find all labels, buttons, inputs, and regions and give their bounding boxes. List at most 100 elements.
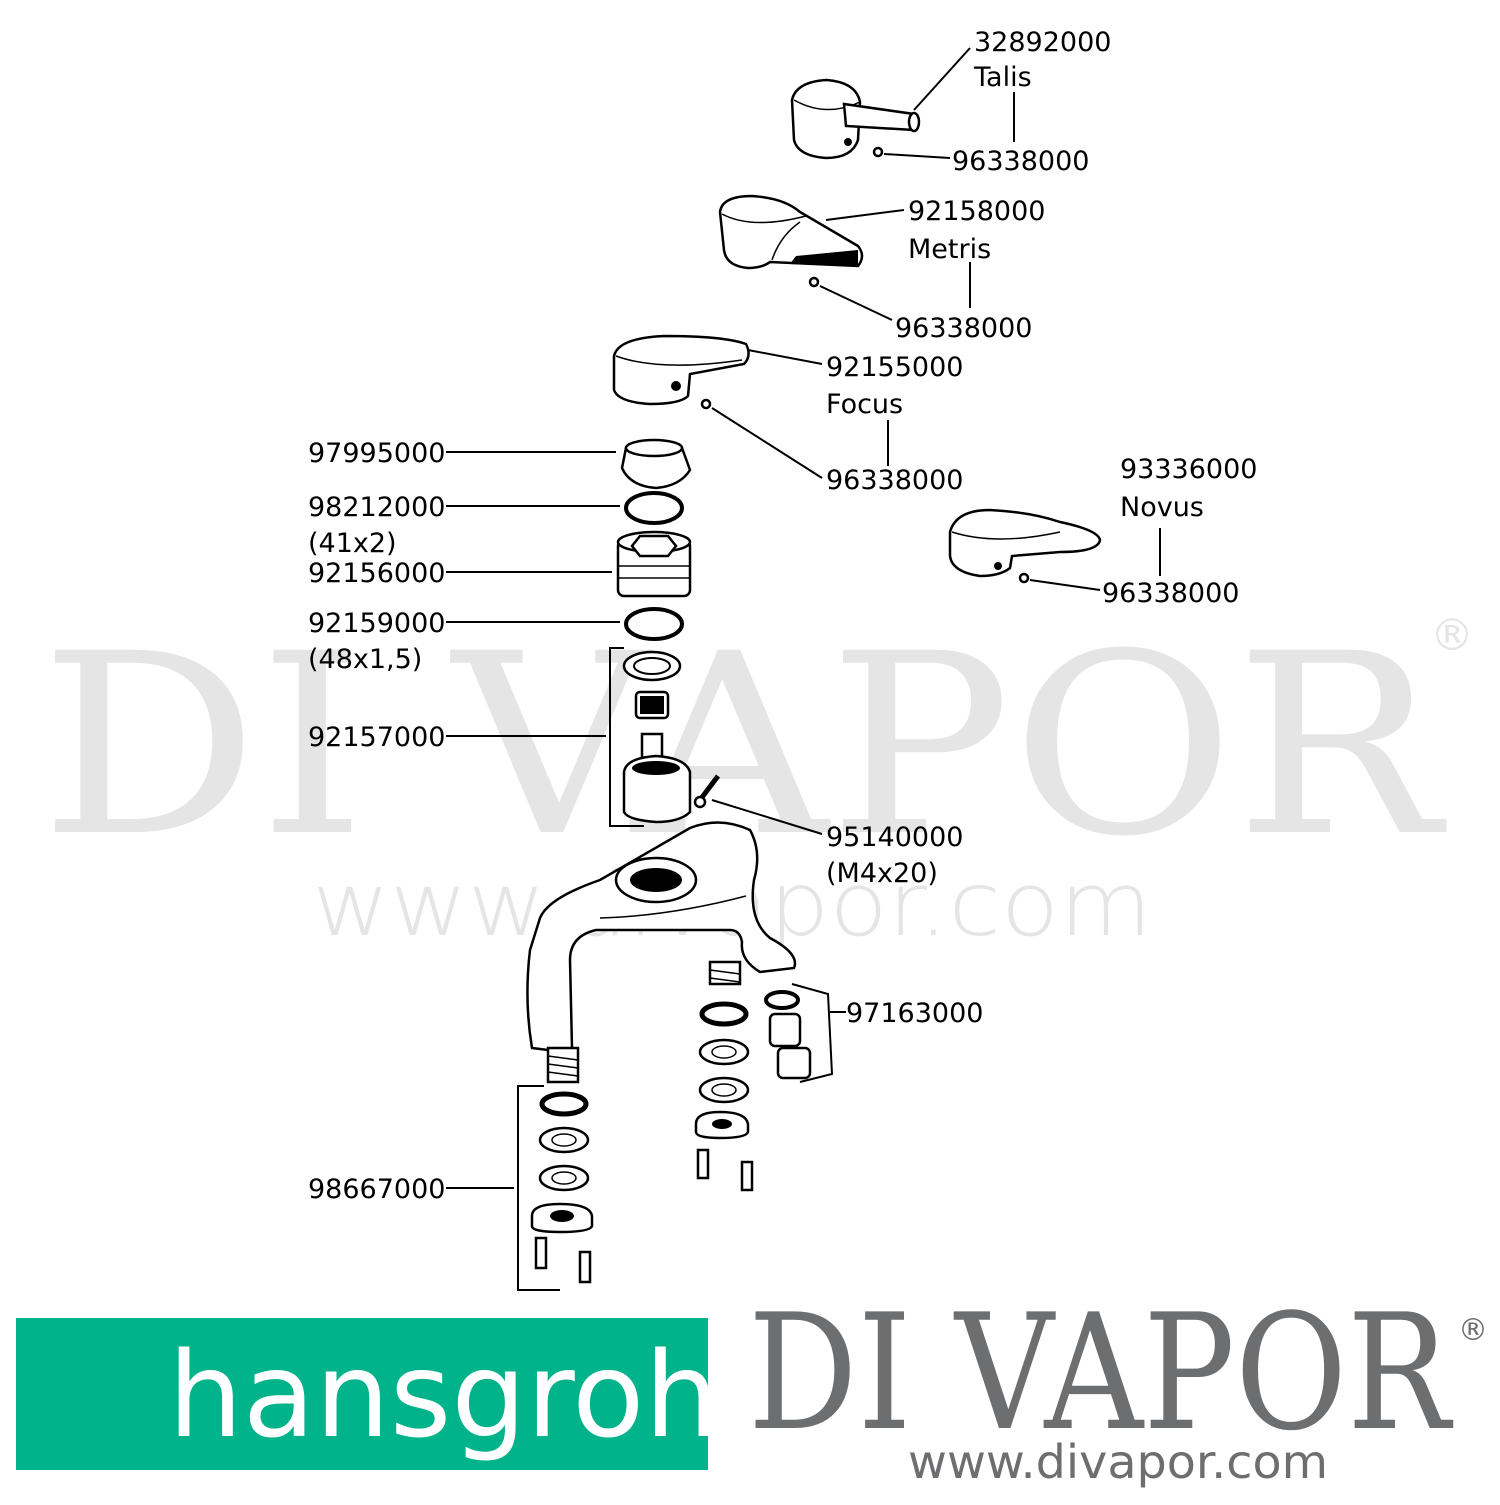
label-48x15: (48x1,5): [308, 644, 422, 675]
cartridge-seal-ring: [622, 650, 682, 682]
divapor-logo-url: www.divapor.com: [908, 1435, 1328, 1489]
talis-screw-hole: [844, 138, 852, 146]
right-washer-1: [698, 1038, 750, 1066]
metris-top-edge: [721, 213, 807, 224]
nut-92156000: [616, 530, 692, 598]
cartridge-adapter-core: [640, 696, 664, 714]
thread-line-1: [547, 1055, 579, 1061]
right-stud-2: [740, 1160, 754, 1192]
right-stud-1: [696, 1148, 710, 1180]
label-98212000: 98212000: [308, 492, 445, 523]
handle-metris: [718, 194, 864, 288]
label-41x2: (41x2): [308, 528, 397, 559]
mixer-seat-inner: [630, 868, 682, 892]
label-96338000-c: 96338000: [826, 465, 963, 496]
talis-handle-body: [790, 78, 862, 160]
label-focus: Focus: [826, 389, 903, 420]
handle-talis: [790, 78, 921, 160]
hansgrohe-logo: hansgrohe: [16, 1318, 792, 1470]
watermark: DI VAPOR ® www.divapor.com: [40, 600, 1474, 956]
right-washer-2-hole: [711, 1083, 737, 1097]
hansgrohe-logo-background: [16, 1318, 708, 1470]
handle-focus: [612, 334, 750, 410]
nut-hex: [630, 534, 678, 558]
metris-grub-screw: [808, 276, 820, 288]
focus-screw-hole: [671, 381, 681, 391]
leader-92155000: [747, 349, 823, 365]
label-novus: Novus: [1120, 492, 1204, 523]
left-washer-1: [538, 1126, 590, 1154]
leader-96338000-b: [819, 285, 893, 321]
focus-grub-screw: [700, 398, 712, 410]
hansgrohe-logo-text: hansgrohe: [168, 1326, 792, 1464]
label-92157000: 92157000: [308, 722, 445, 753]
divapor-logo-registered: ®: [1458, 1313, 1488, 1348]
right-rubber-washer: [699, 1001, 749, 1027]
label-92159000: 92159000: [308, 608, 445, 639]
novus-grub-screw: [1018, 572, 1030, 584]
left-plate-hole: [550, 1210, 574, 1222]
cartridge-set-92157000: [609, 647, 692, 827]
leader-96338000-a: [883, 153, 951, 159]
right-washer-1-hole: [711, 1045, 737, 1059]
talis-lever-tip: [907, 111, 921, 133]
screw-head: [693, 795, 707, 809]
left-fixing-set-98667000: [517, 1085, 594, 1291]
aerator-housing: [776, 1046, 812, 1080]
label-32892000: 32892000: [974, 27, 1111, 58]
mixer-body-edge: [599, 895, 747, 919]
divapor-logo-text: DI VAPOR: [748, 1279, 1454, 1466]
right-fixing-set: [694, 1001, 754, 1192]
leader-96338000-d: [1029, 579, 1101, 591]
screw-shank: [698, 774, 720, 802]
label-talis: Talis: [973, 62, 1032, 93]
left-washer-2: [538, 1164, 590, 1192]
talis-grub-screw: [872, 146, 884, 158]
metris-lever-shadow: [790, 250, 858, 266]
talis-lever: [842, 102, 920, 132]
novus-screw-hole: [994, 562, 1002, 570]
label-92155000: 92155000: [826, 352, 963, 383]
left-stud-1: [534, 1236, 548, 1270]
label-97995000: 97995000: [308, 438, 445, 469]
left-rubber-washer: [539, 1091, 589, 1117]
leader-96338000-c: [711, 407, 823, 479]
label-93336000: 93336000: [1120, 454, 1257, 485]
label-metris: Metris: [908, 234, 991, 265]
aerator-seal: [764, 990, 800, 1010]
metris-underside: [771, 221, 801, 261]
right-plate-hole: [712, 1119, 732, 1129]
label-98667000: 98667000: [308, 1174, 445, 1205]
label-96338000-d: 96338000: [1102, 578, 1239, 609]
leader-92158000: [825, 209, 905, 221]
novus-top-edge: [951, 531, 1061, 540]
divapor-logo: DI VAPOR ® www.divapor.com: [748, 1279, 1488, 1489]
label-97163000: 97163000: [846, 998, 983, 1029]
leader-95140000: [711, 799, 823, 835]
focus-top-edge: [615, 355, 743, 366]
bracket-97163000: [791, 983, 834, 1083]
label-95140000: 95140000: [826, 822, 963, 853]
bracket-98667000: [517, 1085, 560, 1291]
cartridge-top: [632, 761, 680, 775]
cover-cap-rim: [624, 438, 684, 458]
o-ring-92159000: [624, 607, 684, 641]
screw-95140000: [693, 774, 720, 809]
label-m4x20: (M4x20): [826, 858, 938, 889]
metris-handle-body: [718, 194, 864, 270]
aerator-insert: [768, 1012, 802, 1048]
cartridge-seal-inner: [633, 657, 671, 675]
watermark-registered: ®: [1430, 610, 1474, 661]
leader-32892000: [913, 47, 971, 111]
aerator-set-97163000: [764, 983, 834, 1083]
bracket-92157000: [609, 647, 644, 827]
o-ring-98212000: [624, 491, 684, 525]
label-96338000-b: 96338000: [895, 313, 1032, 344]
left-washer-2-hole: [551, 1171, 577, 1185]
cover-cap-97995000: [620, 438, 692, 490]
label-92158000: 92158000: [908, 196, 1045, 227]
thread-line-2: [547, 1063, 579, 1069]
right-washer-2: [698, 1076, 750, 1104]
